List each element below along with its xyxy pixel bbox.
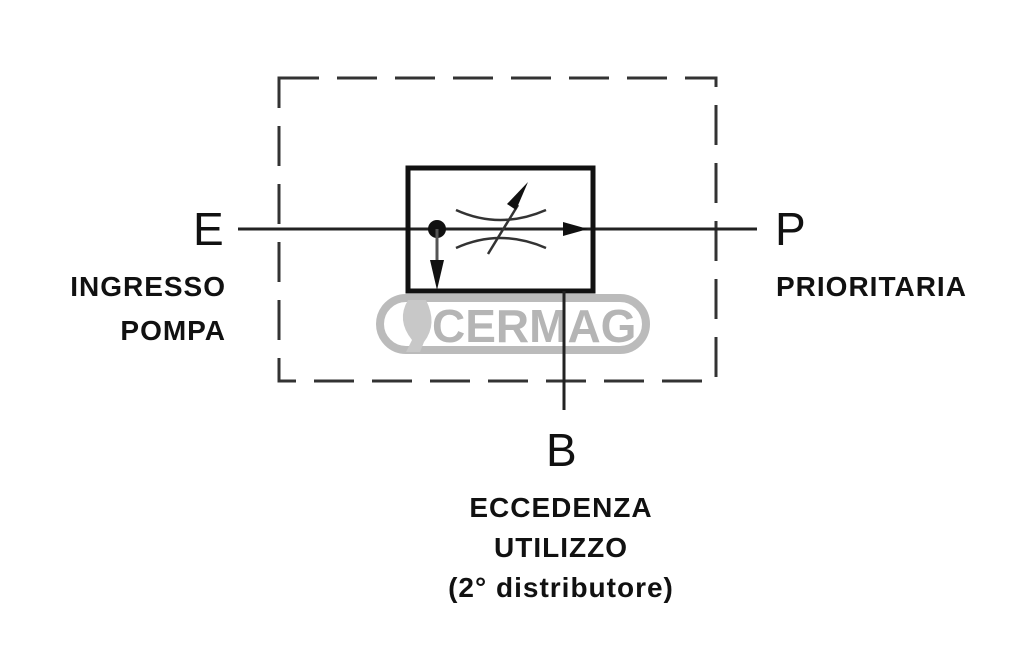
inlet-label-line2: POMPA [120,315,226,346]
adjustable-arrow-icon [507,182,528,210]
excess-label-line3: (2° distributore) [448,572,674,603]
orifice-symbol [455,208,547,250]
port-b-label: B [546,424,577,476]
cermag-watermark-logo: CERMAG [376,294,650,354]
excess-label-line2: UTILIZZO [494,532,628,563]
svg-text:CERMAG: CERMAG [432,300,636,352]
inlet-label-line1: INGRESSO [70,271,226,302]
right-arrow-icon [563,222,588,236]
excess-label-line1: ECCEDENZA [469,492,652,523]
port-e-label: E [193,203,224,255]
priority-label: PRIORITARIA [776,271,967,302]
down-arrow-icon [430,260,444,290]
flow-control-box [405,165,596,294]
port-p-label: P [775,203,806,255]
